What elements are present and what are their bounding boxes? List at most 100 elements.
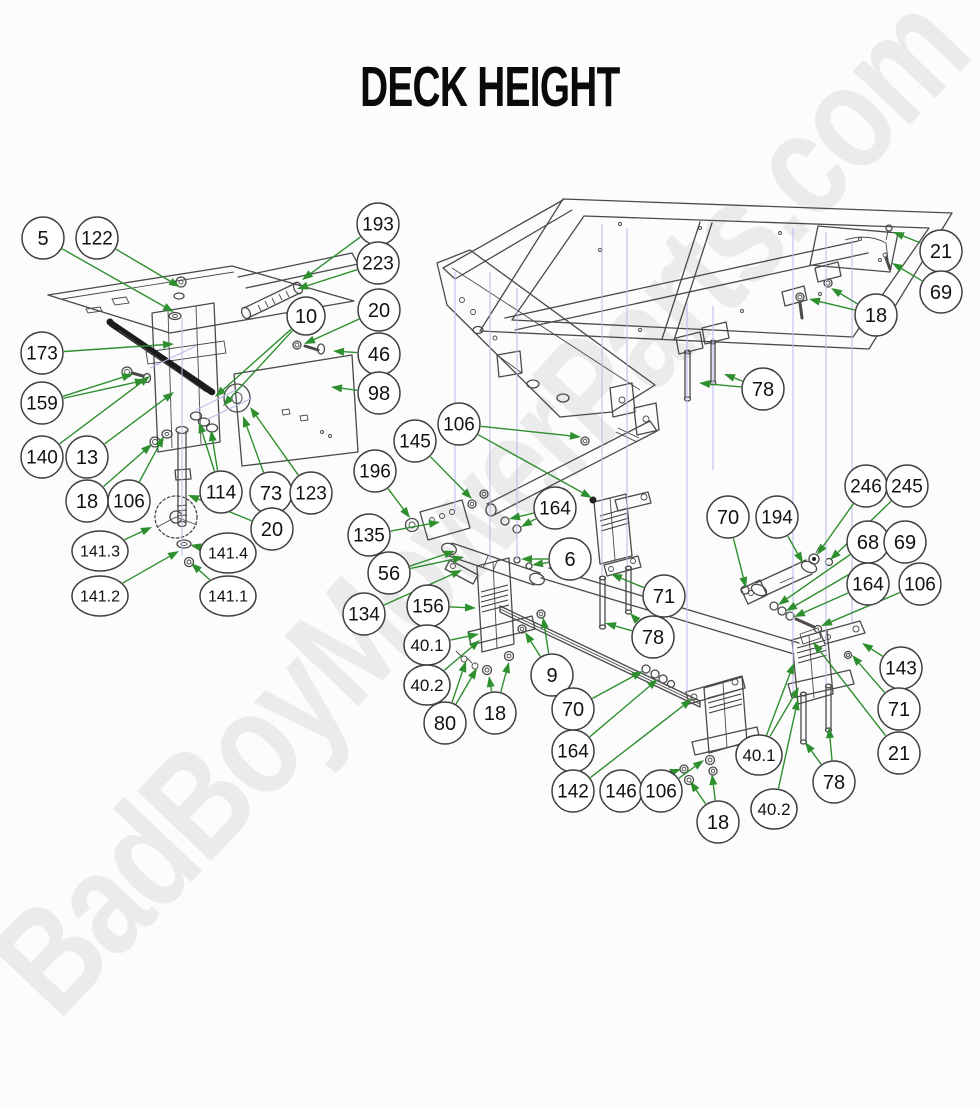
leader-line-71: [621, 578, 644, 587]
leader-arrow-6: [521, 555, 532, 563]
leader-arrow-122: [168, 278, 180, 287]
callout-159: 159: [21, 382, 63, 424]
leader-line-106: [139, 446, 158, 482]
callout-156: 156: [407, 585, 449, 627]
callout-106: 106: [108, 480, 150, 522]
leader-line-80: [452, 671, 462, 702]
leader-arrow-21: [893, 232, 905, 240]
callout-label: 223: [362, 254, 394, 275]
leader-arrow-159: [121, 374, 133, 382]
callout-label: 135: [353, 526, 385, 547]
callout-label: 71: [653, 586, 675, 608]
callout-label: 143: [885, 659, 917, 680]
callout-label: 142: [557, 782, 589, 803]
callout-label: 106: [645, 782, 677, 803]
leader-arrow-78: [805, 742, 815, 753]
leader-line-78: [616, 626, 632, 631]
callout-141.1: 141.1: [200, 576, 256, 616]
callout-label: 98: [368, 383, 390, 405]
leader-line-142: [590, 706, 683, 778]
callout-label: 193: [362, 215, 394, 236]
callout-69: 69: [920, 271, 962, 313]
leader-arrow-246: [817, 544, 827, 555]
callout-label: 78: [752, 379, 774, 401]
callout-label: 141.2: [80, 589, 120, 606]
callout-18: 18: [855, 294, 897, 336]
callout-141.4: 141.4: [200, 533, 256, 573]
callout-label: 122: [81, 229, 113, 250]
callout-label: 40.1: [410, 636, 443, 655]
leader-line-164: [520, 513, 534, 516]
callout-label: 18: [707, 812, 729, 834]
leader-line-156: [450, 607, 465, 608]
callout-label: 18: [76, 491, 98, 513]
leader-arrow-40.1: [786, 663, 794, 675]
callout-78: 78: [813, 761, 855, 803]
callout-71: 71: [878, 688, 920, 730]
callout-146: 146: [600, 770, 642, 812]
leader-arrow-194: [794, 551, 803, 563]
callout-label: 78: [642, 627, 664, 649]
callout-78: 78: [632, 616, 674, 658]
page-title-text: DECK HEIGHT: [360, 54, 620, 120]
callout-68: 68: [847, 521, 889, 563]
leader-arrow-9: [541, 617, 549, 628]
callout-71: 71: [643, 575, 685, 617]
callout-18: 18: [697, 801, 739, 843]
leader-arrow-68: [778, 595, 789, 605]
callout-40.2: 40.2: [404, 665, 450, 705]
leader-line-164: [531, 519, 536, 522]
leader-line-78: [830, 738, 832, 760]
leader-line-70: [592, 676, 633, 698]
leader-line-78: [710, 384, 741, 387]
leader-arrow-69: [786, 602, 798, 611]
callout-20: 20: [358, 289, 400, 331]
leader-arrow-123: [250, 407, 260, 418]
callout-label: 246: [850, 477, 882, 498]
leader-line-145: [430, 457, 464, 491]
callout-label: 71: [888, 699, 910, 721]
leader-line-5: [62, 249, 164, 307]
callout-label: 134: [348, 605, 380, 626]
callout-6: 6: [549, 538, 591, 580]
leader-arrow-20: [304, 336, 316, 344]
leader-line-18: [491, 687, 492, 691]
callout-label: 145: [399, 432, 431, 453]
callout-label: 10: [295, 306, 317, 328]
leader-arrow-13: [163, 392, 174, 402]
leader-line-46: [344, 352, 357, 353]
callout-label: 164: [557, 742, 589, 763]
callout-193: 193: [357, 203, 399, 245]
leader-line-78: [734, 378, 742, 381]
callout-21: 21: [878, 732, 920, 774]
leader-arrow-20: [188, 495, 200, 503]
leader-line-78: [811, 751, 821, 764]
leader-line-140: [60, 383, 142, 444]
leader-arrow-69: [892, 263, 904, 272]
callout-164: 164: [534, 487, 576, 529]
leader-arrow-106: [821, 618, 833, 626]
leader-arrow-114: [198, 422, 206, 434]
callout-label: 68: [857, 532, 879, 554]
callout-173: 173: [21, 332, 63, 374]
pin-69-top: [883, 253, 890, 269]
callout-18: 18: [66, 480, 108, 522]
callout-143: 143: [880, 647, 922, 689]
leader-line-18: [820, 302, 855, 310]
callout-78: 78: [742, 368, 784, 410]
leader-arrow-164: [509, 513, 521, 521]
callout-122: 122: [76, 217, 118, 259]
leader-arrow-164: [521, 518, 533, 527]
leader-line-135: [391, 524, 430, 531]
callout-label: 146: [605, 782, 637, 803]
leader-line-164: [590, 686, 650, 737]
callout-40.2: 40.2: [751, 789, 797, 829]
leader-arrow-164: [794, 609, 806, 617]
mid-hanger-bracket: [590, 492, 652, 576]
leader-line-40.1: [450, 636, 468, 640]
leader-arrow-46: [333, 348, 344, 356]
callout-106: 106: [438, 403, 480, 445]
hanger-bracket-156: [468, 558, 535, 652]
callout-245: 245: [886, 465, 928, 507]
callout-label: 40.1: [742, 746, 775, 765]
